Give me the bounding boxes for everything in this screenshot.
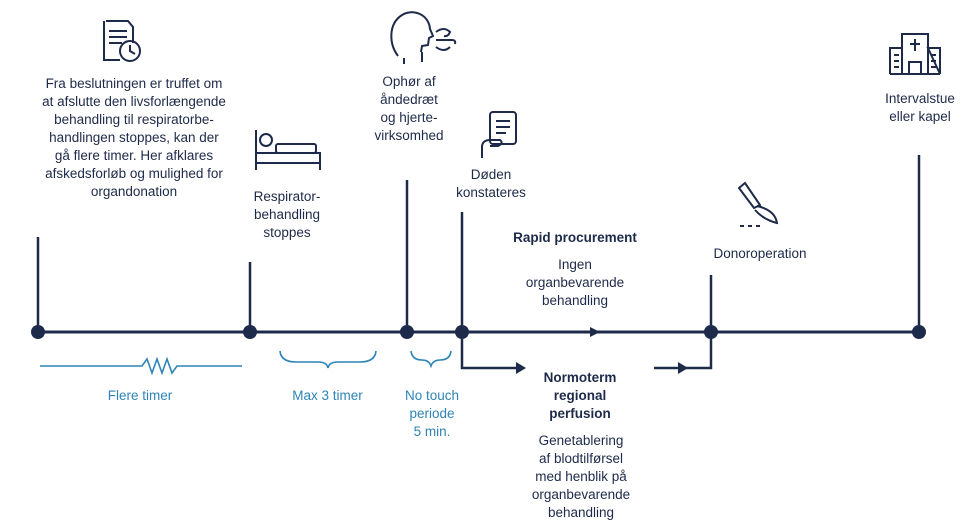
hand-document-icon [481,111,517,158]
scalpel-icon [737,181,779,227]
rapid-title: Rapid procurement [513,230,637,245]
nrp-join-line [654,332,713,370]
rapid-arrowhead [590,327,600,337]
duration-hours: Flere timer [107,388,173,403]
duration-no-touch: No touch periode 5 min. [404,388,460,439]
respirator-text: Respirator- behandling stoppes [253,189,321,240]
cessation-text: Ophør af åndedræt og hjerte- virksomhed [374,74,444,143]
nrp-branch-arrowhead-2 [678,362,688,374]
resistor-squiggle-icon [40,356,242,376]
milestone-dot-cessation [400,325,414,339]
rapid-body: Ingen organbevarende behandling [525,257,625,308]
nrp-body: Genetablering af blodtilførsel med henbl… [531,433,631,520]
duration-max3: Max 3 timer [292,388,363,403]
nrp-title: Normoterm regional perfusion [543,370,617,421]
document-clock-icon [103,20,141,62]
decision-text: Fra beslutningen er truffet om at afslut… [42,76,226,199]
head-breath-icon [390,11,457,64]
nrp-branch-arrowhead-1 [516,362,526,374]
brace-icon-no-touch [410,350,452,369]
chapel-text: Intervalstue eller kapel [885,91,955,124]
donor-operation-text: Donoroperation [713,246,807,261]
chapel-building-icon [889,33,941,75]
nrp-branch-line [460,332,518,370]
milestone-dot-chapel [912,325,926,339]
death-text: Døden konstateres [456,167,526,200]
milestone-dot-respirator [243,325,257,339]
brace-icon-max3 [279,350,377,369]
milestone-dot-decision [31,325,45,339]
hospital-bed-icon [255,130,321,170]
